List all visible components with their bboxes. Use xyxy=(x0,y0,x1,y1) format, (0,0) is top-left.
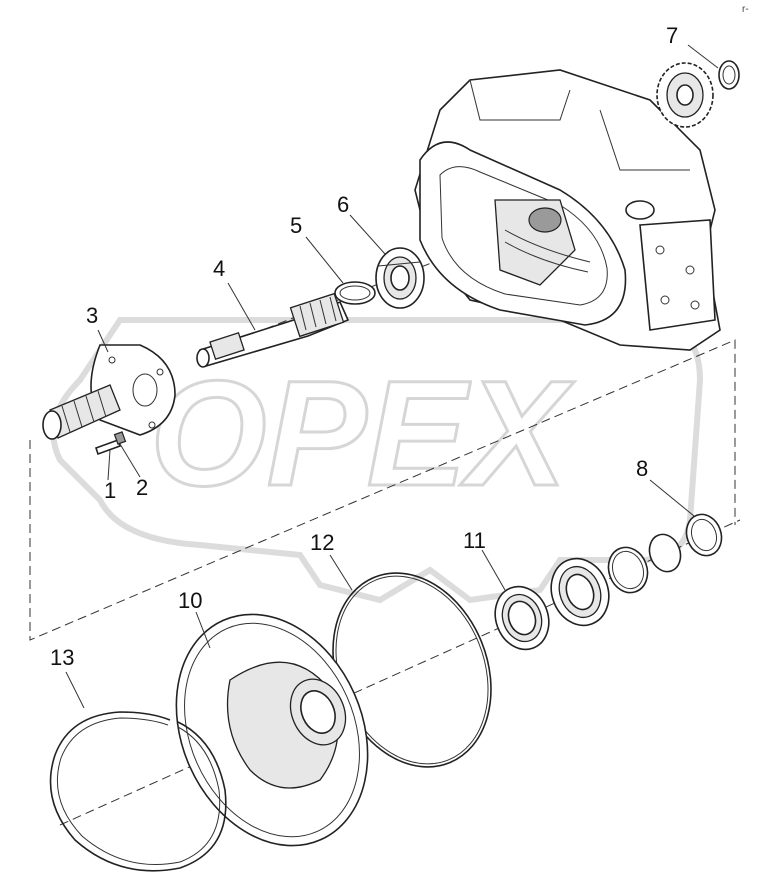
callout-2: 2 xyxy=(136,475,148,500)
part-4-shaft xyxy=(196,292,350,368)
leader-lines xyxy=(65,44,719,709)
part-7-gear xyxy=(656,60,740,128)
callout-11: 11 xyxy=(463,528,486,553)
watermark-text: OPEX xyxy=(150,349,575,517)
callout-13: 13 xyxy=(50,645,74,670)
part-8-ring xyxy=(607,513,723,594)
part-5-snap-ring xyxy=(334,281,376,305)
callout-3: 3 xyxy=(86,303,98,328)
watermark-gear-outline xyxy=(50,317,704,604)
corner-mark: r- xyxy=(742,4,749,15)
watermark: OPEX xyxy=(50,317,704,604)
callout-12: 12 xyxy=(310,530,334,555)
callout-labels: 1 2 3 4 5 6 7 8 10 11 12 13 xyxy=(50,23,678,670)
callout-10: 10 xyxy=(178,588,202,613)
part-13-snap-ring xyxy=(49,711,227,872)
part-3-flange xyxy=(42,344,176,440)
callout-8: 8 xyxy=(636,456,648,481)
part-11-seal xyxy=(494,585,550,651)
callout-1: 1 xyxy=(104,478,116,503)
part-10-cover xyxy=(175,613,369,847)
callout-5: 5 xyxy=(290,213,302,238)
part-6-bearing xyxy=(375,247,425,309)
callout-6: 6 xyxy=(337,192,349,217)
callout-4: 4 xyxy=(213,256,225,281)
part-2-nut xyxy=(113,431,127,445)
tapered-bearing xyxy=(550,557,610,627)
callout-7: 7 xyxy=(666,23,678,48)
part-1-bolt xyxy=(94,438,122,456)
transmission-housing xyxy=(414,69,721,351)
